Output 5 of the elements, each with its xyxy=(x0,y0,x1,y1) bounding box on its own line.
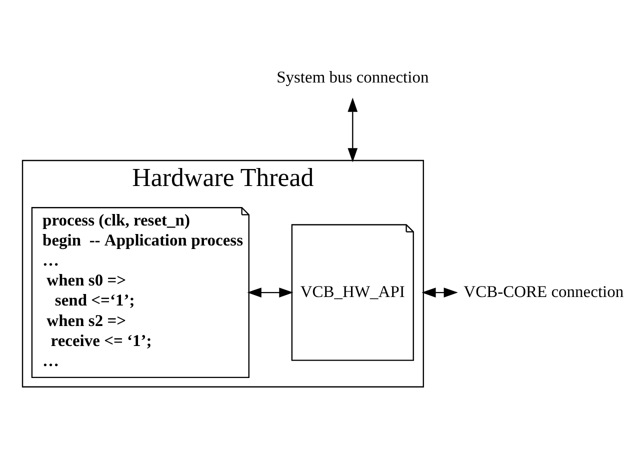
node-text: System bus connection xyxy=(276,67,429,86)
arrow xyxy=(348,98,358,162)
arrow xyxy=(247,288,294,298)
arrow xyxy=(422,288,458,298)
node-text: VCB-CORE connection xyxy=(464,282,624,301)
